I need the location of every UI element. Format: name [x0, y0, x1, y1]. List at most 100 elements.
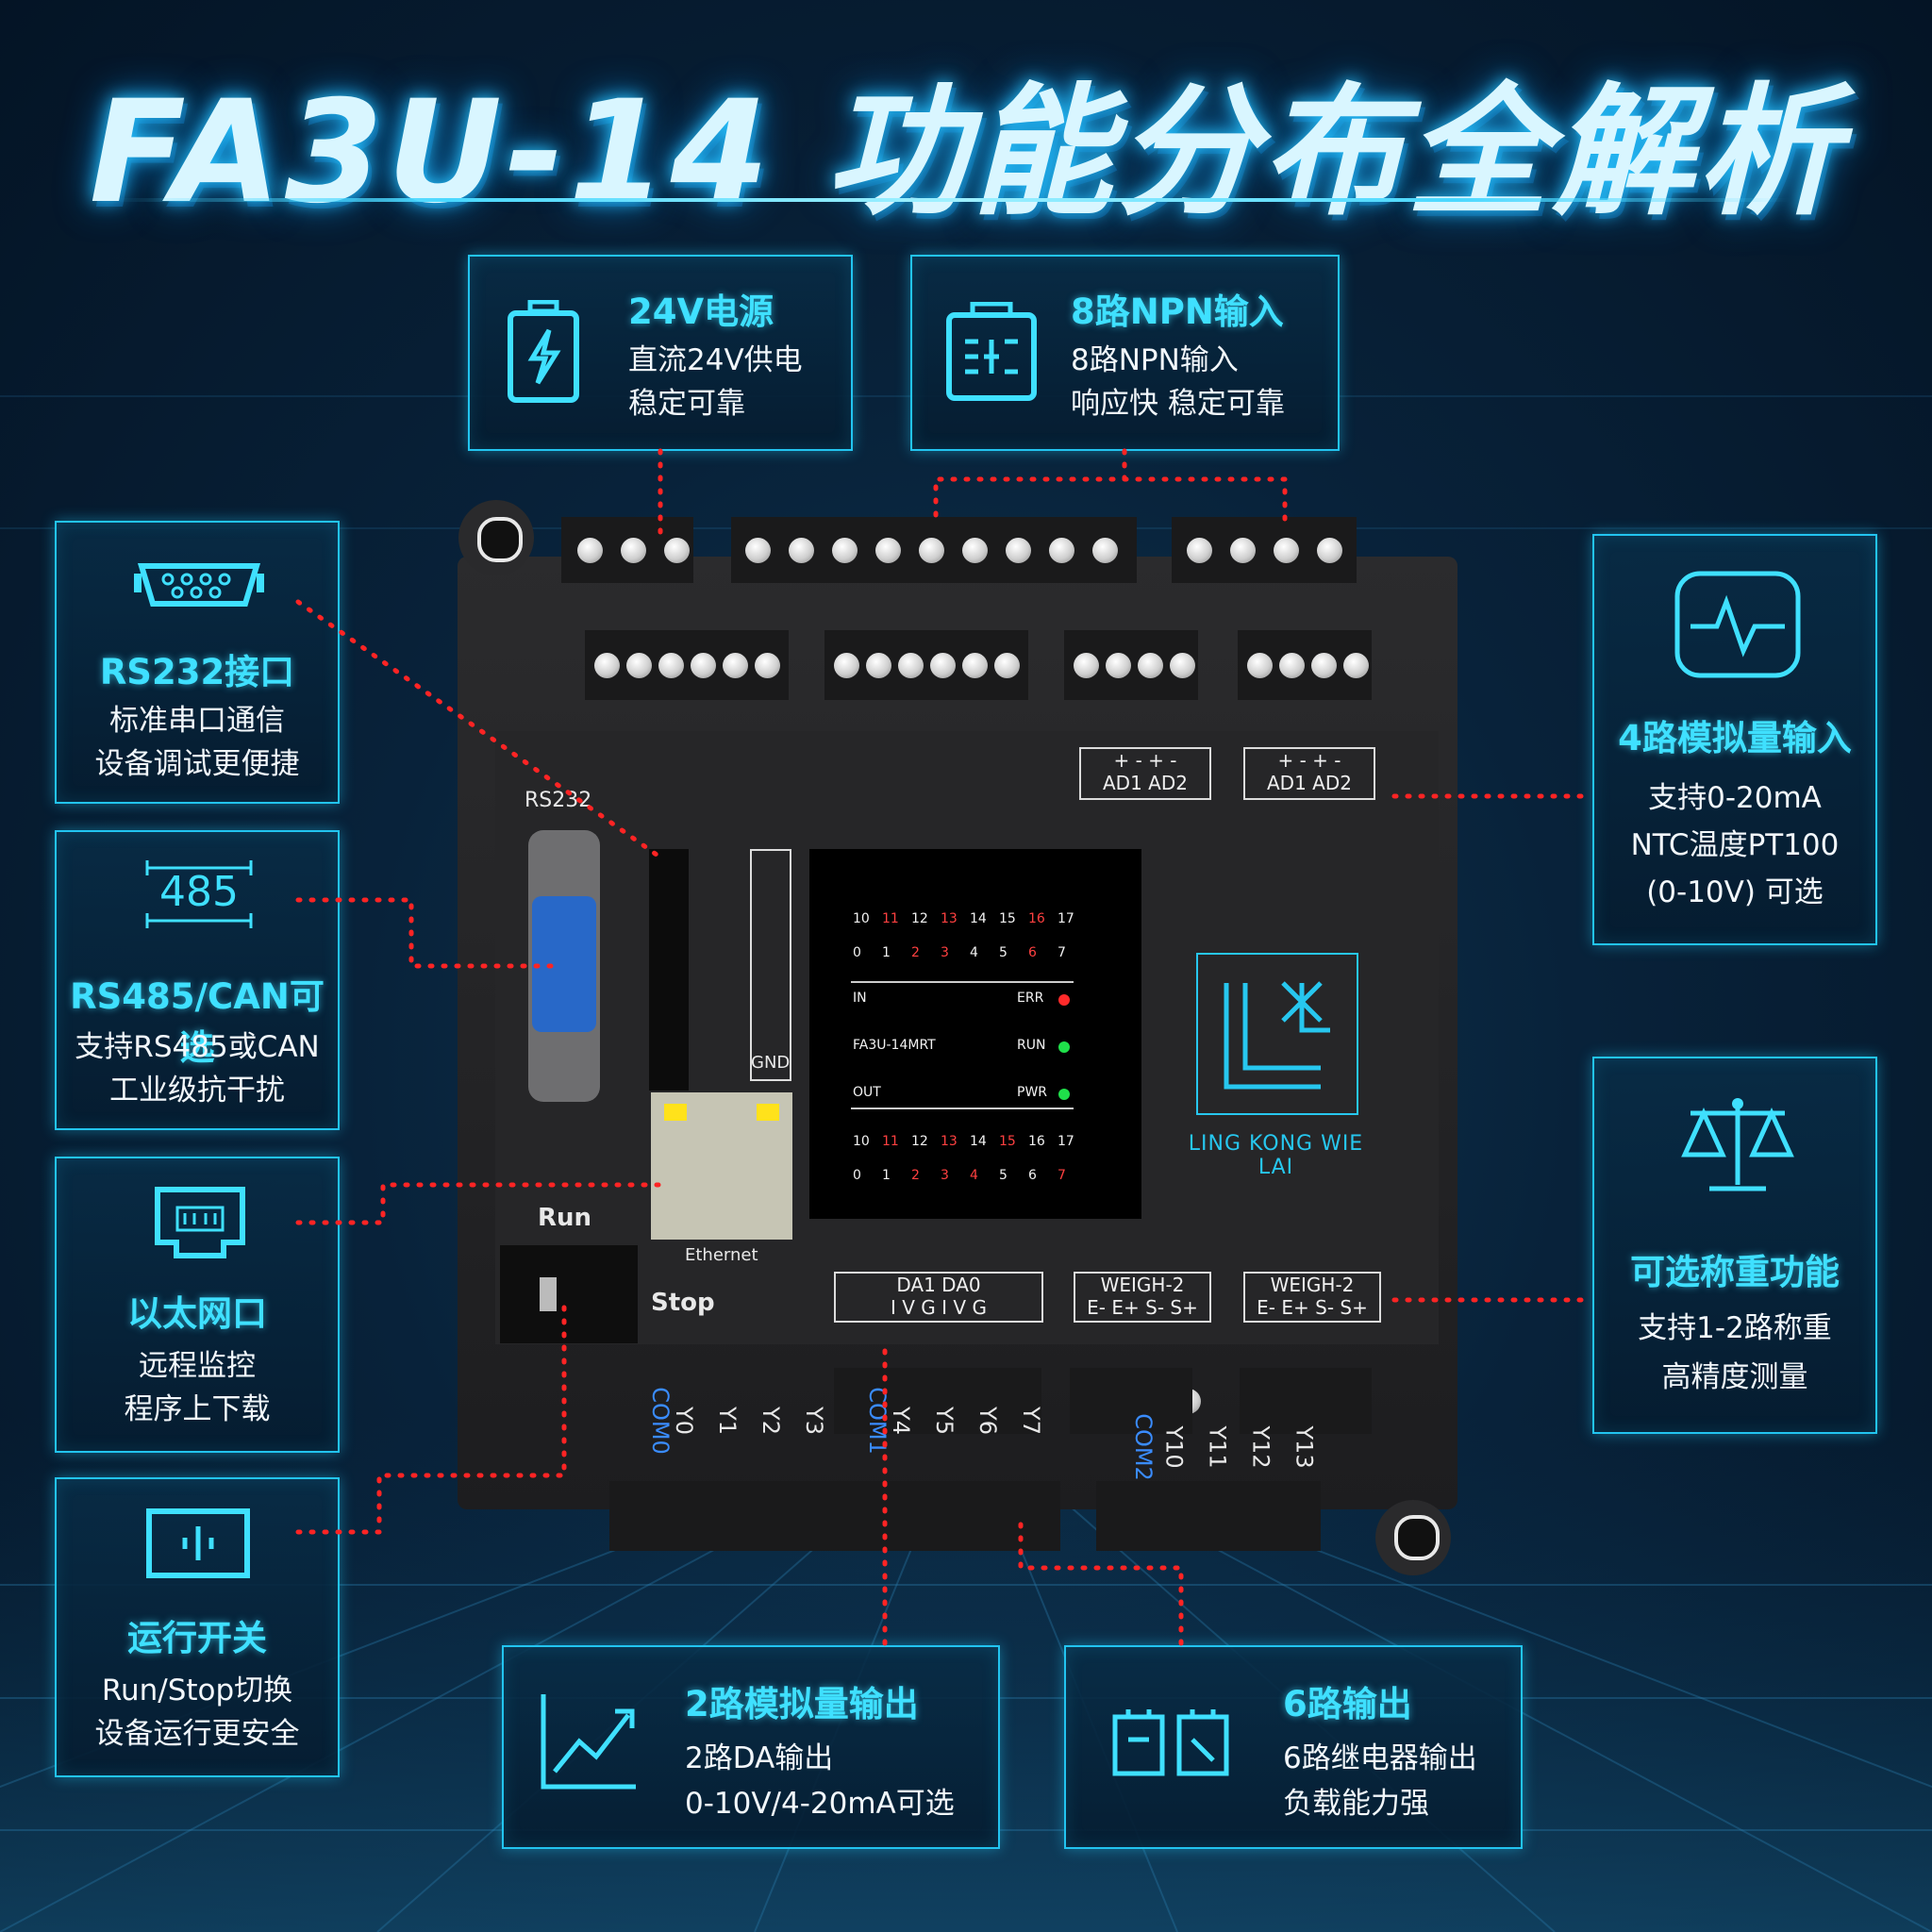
panel-ethernet: 以太网口 远程监控 程序上下载 — [55, 1157, 340, 1453]
terminal-screw — [664, 538, 690, 563]
in-label: IN — [853, 991, 867, 1006]
switch-lever — [540, 1277, 557, 1311]
rs232-port-face — [532, 896, 596, 1032]
terminal-block — [834, 1368, 1041, 1434]
panel-title: 6路输出 — [1283, 1684, 1412, 1724]
panel-rs232: RS232接口 标准串口通信 设备调试更便捷 — [55, 521, 340, 804]
led-number: 5 — [999, 1168, 1008, 1183]
terminal-block — [1070, 1368, 1192, 1434]
led-number: 10 — [853, 1134, 870, 1149]
panel-title: 24V电源 — [628, 291, 774, 332]
panel-title: 可选称重功能 — [1630, 1252, 1840, 1292]
terminal-screw — [789, 538, 814, 563]
ethernet-led — [757, 1104, 779, 1121]
panel-weighing: 可选称重功能 支持1-2路称重 高精度测量 — [1592, 1057, 1877, 1434]
panel-title: RS485/CAN可选 — [70, 976, 325, 1068]
panel-text: 6路继电器输出 — [1283, 1741, 1477, 1775]
panel-relay-output: 6路输出 6路继电器输出 负载能力强 — [1064, 1645, 1523, 1849]
terminal-screw — [994, 653, 1020, 678]
status-led-panel — [809, 849, 1141, 1219]
panel-analog-output: 2路模拟量输出 2路DA输出 0-10V/4-20mA可选 — [502, 1645, 1000, 1849]
panel-text: 支持0-20mA — [1648, 781, 1822, 815]
terminal-screw — [1106, 653, 1131, 678]
terminal-screw — [1187, 538, 1212, 563]
ethernet-led — [664, 1104, 687, 1121]
terminal-screw — [1279, 653, 1305, 678]
run-label: Run — [538, 1204, 592, 1232]
led-number: 14 — [970, 1134, 987, 1149]
terminal-screw — [832, 538, 858, 563]
panel-title: 2路模拟量输出 — [685, 1684, 919, 1724]
panel-title: 8路NPN输入 — [1071, 291, 1284, 332]
pwr-label: PWR — [1017, 1085, 1048, 1100]
scale-icon — [1672, 1091, 1804, 1208]
panel-text: 设备调试更便捷 — [94, 747, 300, 781]
panel-text: NTC温度PT100 — [1630, 828, 1840, 862]
battery-icon — [506, 299, 581, 408]
terminal-screw — [626, 653, 652, 678]
terminal-screw — [1311, 653, 1337, 678]
terminal-screw — [691, 653, 716, 678]
led-number: 15 — [999, 1134, 1016, 1149]
led-number: 13 — [941, 1134, 958, 1149]
terminal-screw — [962, 538, 988, 563]
panel-text: 远程监控 — [139, 1349, 256, 1383]
panel-text: Run/Stop切换 — [101, 1674, 293, 1707]
led-number: 16 — [1028, 911, 1045, 926]
led-number: 0 — [853, 1168, 861, 1183]
terminal-screw — [898, 653, 924, 678]
led-number: 4 — [970, 945, 978, 960]
page-title: FA3U-14 功能分布全解析 — [89, 71, 1843, 235]
run-stop-switch[interactable] — [500, 1245, 638, 1343]
led-divider — [851, 1108, 1074, 1109]
comm-label-box — [750, 849, 791, 1081]
terminal-screw — [1006, 538, 1031, 563]
terminal-screw — [1170, 653, 1195, 678]
terminal-screw — [1230, 538, 1256, 563]
terminal-screw — [1274, 538, 1299, 563]
terminal-screw — [658, 653, 684, 678]
led-divider — [851, 981, 1074, 983]
panel-24v-power: 24V电源 直流24V供电 稳定可靠 — [468, 255, 853, 451]
panel-text: 2路DA输出 — [685, 1741, 834, 1775]
ethernet-label: Ethernet — [685, 1245, 758, 1265]
terminal-screw — [962, 653, 988, 678]
trend-chart-icon — [536, 1690, 640, 1798]
comm-terminal[interactable] — [649, 849, 689, 1091]
run-led-label: RUN — [1017, 1038, 1046, 1053]
terminal-screw — [875, 538, 901, 563]
terminal-block — [1096, 1481, 1321, 1551]
panel-text: 8路NPN输入 — [1071, 343, 1239, 377]
led-number: 13 — [941, 911, 958, 926]
relay-icon — [1109, 1698, 1232, 1796]
run-led — [1058, 1041, 1070, 1053]
led-number: 15 — [999, 911, 1016, 926]
terminal-screw — [1247, 653, 1273, 678]
led-number: 5 — [999, 945, 1008, 960]
terminal-screw — [755, 653, 780, 678]
pwr-led — [1058, 1089, 1070, 1100]
panel-title: 4路模拟量输入 — [1618, 718, 1852, 758]
led-number: 17 — [1058, 911, 1074, 926]
panel-analog-input: 4路模拟量输入 支持0-20mA NTC温度PT100 (0-10V) 可选 — [1592, 534, 1877, 945]
ethernet-port-icon — [153, 1185, 247, 1264]
rs485-icon: 485 — [138, 853, 260, 928]
panel-title: 以太网口 — [127, 1293, 267, 1334]
led-number: 12 — [911, 911, 928, 926]
waveform-icon — [1672, 568, 1804, 685]
panel-text: 响应快 稳定可靠 — [1071, 387, 1285, 421]
mount-hole — [477, 517, 523, 562]
title-underline — [111, 198, 1790, 202]
terminal-screw — [621, 538, 646, 563]
terminal-block — [1240, 1368, 1372, 1434]
panel-text: 程序上下载 — [124, 1392, 271, 1426]
terminal-screw — [577, 538, 603, 563]
led-number: 7 — [1058, 945, 1066, 960]
terminal-screw — [1049, 538, 1074, 563]
panel-title: 运行开关 — [127, 1618, 267, 1658]
led-number: 17 — [1058, 1134, 1074, 1149]
input-icon — [944, 301, 1039, 406]
